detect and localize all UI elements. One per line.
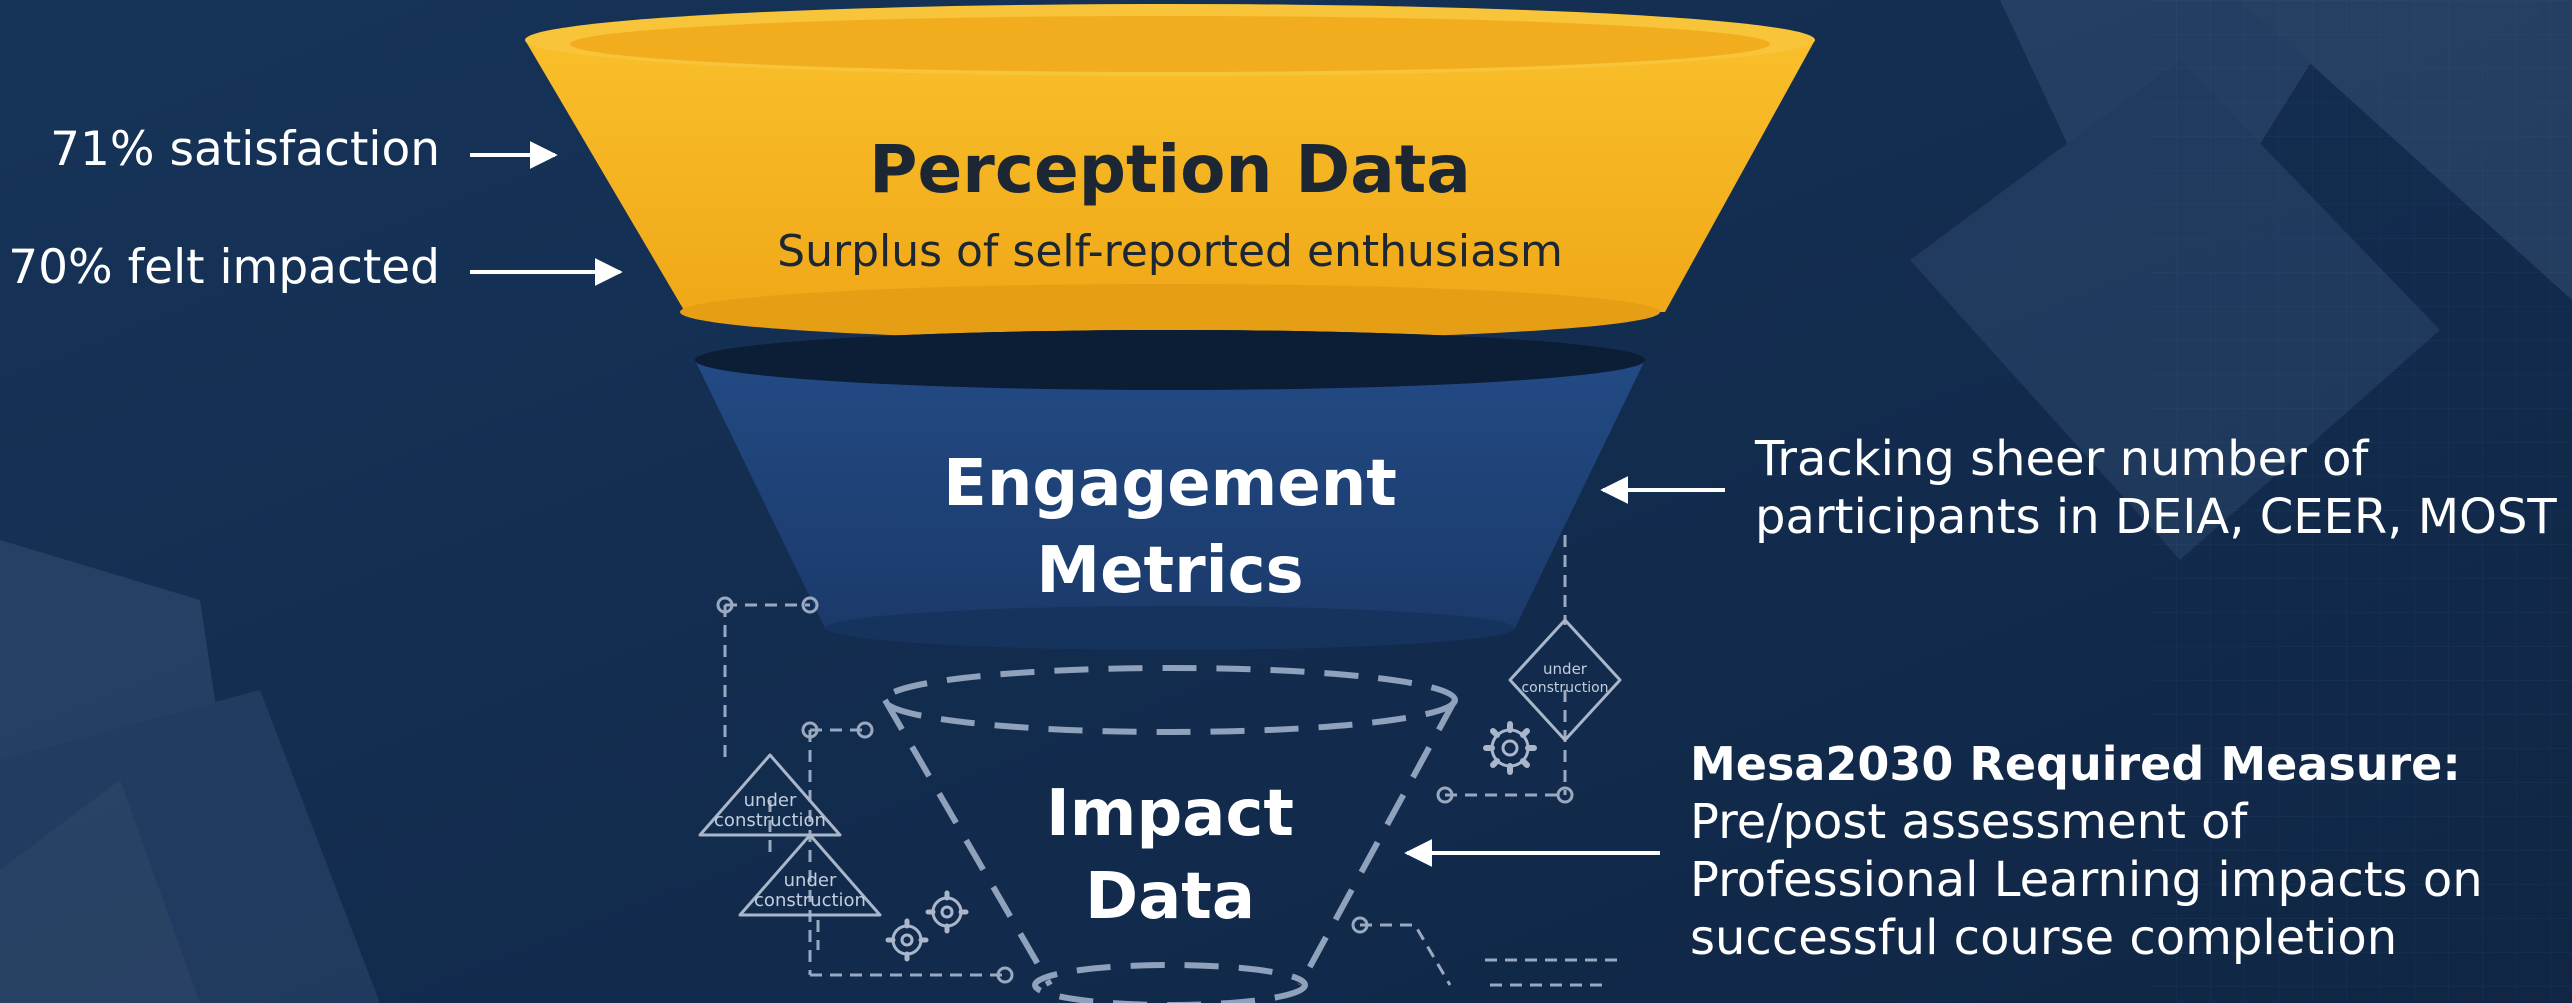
sketch-nodes	[716, 596, 1574, 984]
impact-title-line2: Data	[1085, 860, 1255, 934]
perception-title: Perception Data	[869, 131, 1471, 208]
construction-sign-1-line2: construction	[714, 810, 826, 831]
satisfaction-stat: 71% satisfaction	[50, 122, 440, 177]
impact-note-line2: Professional Learning impacts on	[1690, 852, 2483, 908]
perception-subtitle: Surplus of self-reported enthusiasm	[777, 226, 1563, 277]
under-construction-sign-icon: under construction	[698, 753, 842, 837]
engagement-note: Tracking sheer number of participants in…	[1755, 430, 2557, 546]
under-construction-sign-icon: under construction	[738, 833, 882, 917]
impact-note-line3: successful course completion	[1690, 910, 2398, 966]
felt-impacted-stat: 70% felt impacted	[8, 240, 440, 295]
gear-icon	[885, 918, 929, 962]
engagement-title-line2: Metrics	[1036, 534, 1303, 608]
sketch-decorations	[723, 535, 1620, 987]
impact-note-line1: Pre/post assessment of	[1690, 794, 2248, 850]
construction-sign-3-line2: construction	[1521, 680, 1608, 696]
construction-sign-2-line1: under	[784, 870, 837, 891]
impact-layer	[882, 665, 1458, 1003]
engagement-note-line2: participants in DEIA, CEER, MOST	[1755, 489, 2557, 545]
construction-sign-1-line1: under	[744, 790, 797, 811]
background-grid	[2150, 0, 2572, 1003]
gear-icon	[1483, 721, 1537, 775]
impact-note-heading: Mesa2030 Required Measure:	[1690, 737, 2461, 791]
engagement-layer: Engagement Metrics	[695, 330, 1645, 650]
construction-sign-2-line2: construction	[754, 890, 866, 911]
engagement-note-line1: Tracking sheer number of	[1755, 431, 2369, 487]
engagement-title-line1: Engagement	[943, 447, 1397, 521]
impact-note: Mesa2030 Required Measure: Pre/post asse…	[1690, 735, 2483, 967]
gear-icon	[925, 890, 969, 934]
perception-layer: Perception Data Surplus of self-reported…	[525, 4, 1815, 340]
construction-sign-3-line1: under	[1543, 660, 1588, 678]
impact-title-line1: Impact	[1046, 777, 1294, 851]
under-construction-sign-icon: under construction	[1508, 618, 1622, 742]
